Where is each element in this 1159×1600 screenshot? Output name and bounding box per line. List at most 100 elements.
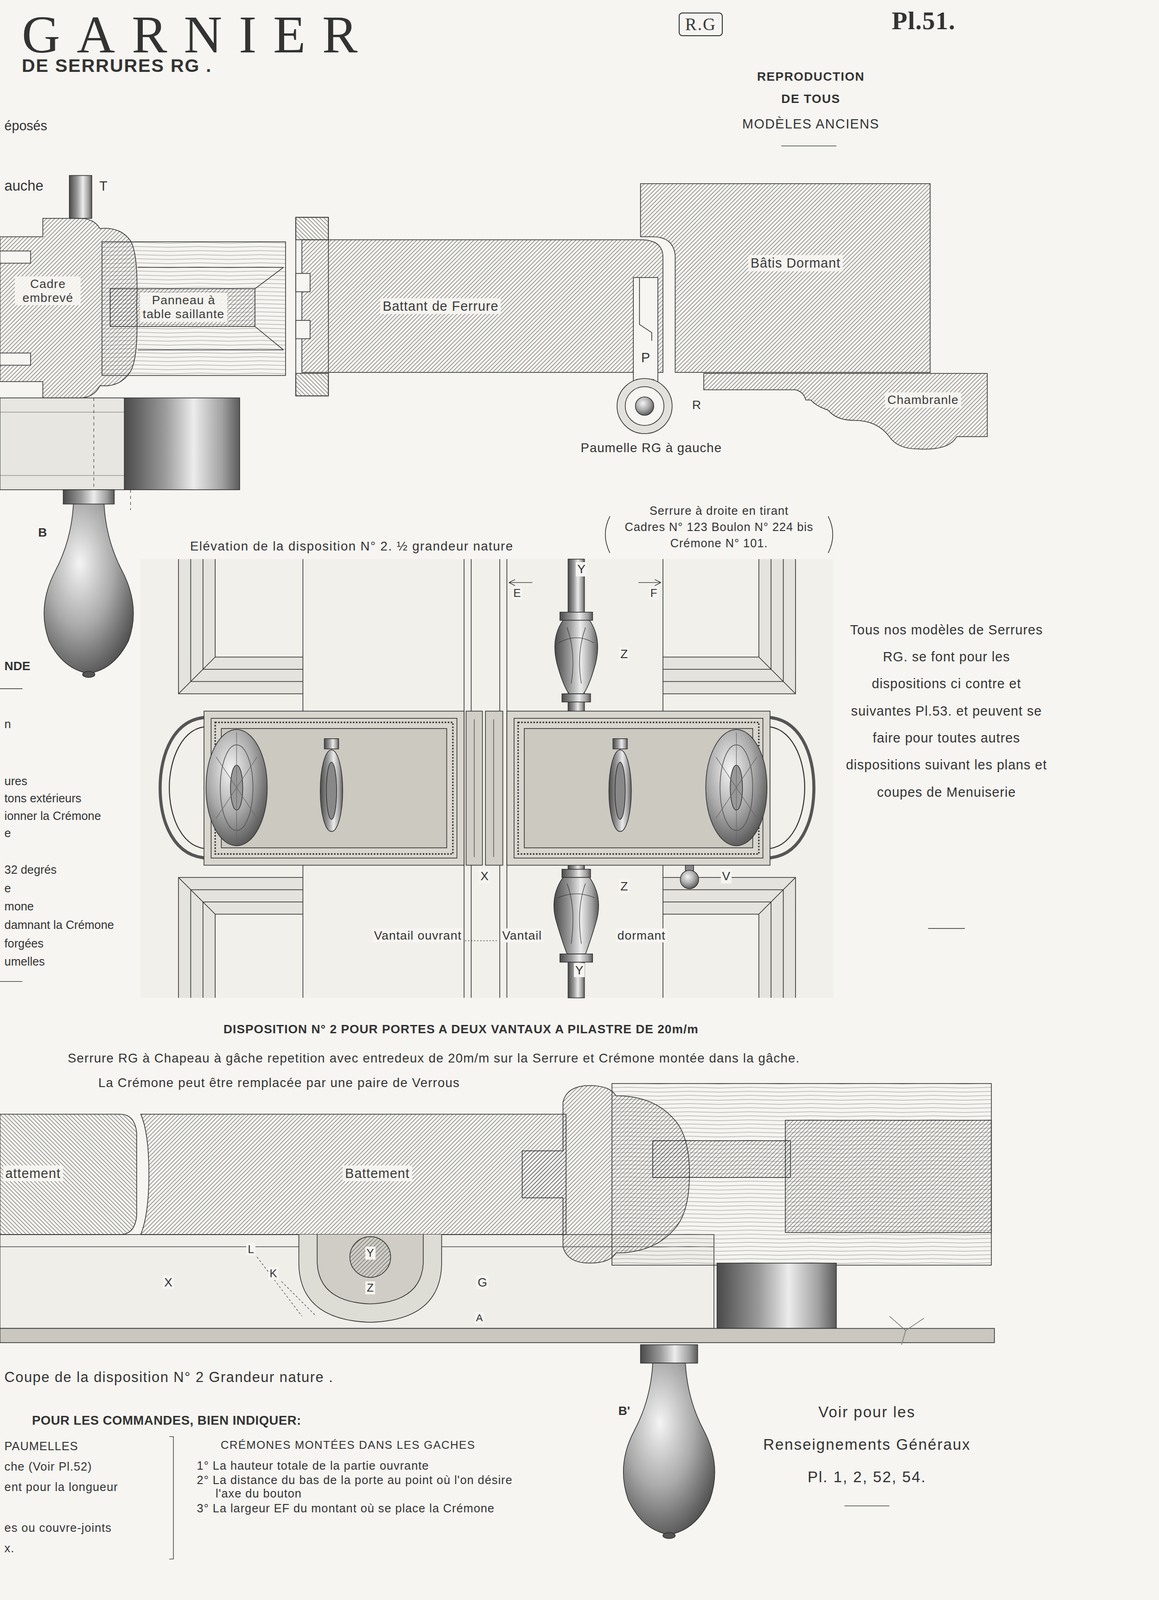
elevation-drawing (506, 710, 771, 865)
elevation-drawing (557, 883, 595, 944)
section-drawing (640, 1344, 698, 1363)
callout-letter: A (474, 1311, 485, 1324)
top-section-drawing (703, 373, 988, 449)
caption-text: éposés (3, 118, 49, 134)
callout-letter: e (3, 881, 13, 895)
elevation-drawing (561, 693, 591, 702)
elevation-drawing (662, 559, 796, 694)
elevation-drawing (320, 749, 343, 832)
top-section-drawing (295, 320, 311, 339)
elevation-drawing (140, 515, 834, 998)
caption-text: 2° La distance du bas de la porte au poi… (197, 1472, 523, 1500)
top-section-drawing (44, 503, 134, 674)
caption-text: MODÈLES ANCIENS (740, 116, 881, 132)
caption-text: Serrure à droite en tirant (648, 503, 790, 518)
caption-text: Vantail (500, 928, 544, 943)
elevation-drawing (615, 761, 626, 819)
caption-text: Paumelle RG à gauche (579, 440, 724, 456)
elevation-drawing (560, 953, 593, 962)
callout-letter: P (639, 350, 652, 366)
top-section-drawing (0, 412, 125, 476)
callout-letter: e (3, 826, 13, 840)
elevation-drawing (178, 559, 796, 998)
section-drawing (256, 1256, 317, 1316)
top-section-drawing (633, 277, 658, 382)
top-section-drawing (635, 396, 655, 416)
top-section-drawing (295, 273, 311, 293)
elevation-drawing (159, 717, 210, 859)
section-part: attement (3, 1165, 64, 1182)
elevation-drawing (715, 732, 757, 843)
top-section-drawing (301, 239, 663, 373)
caption-text: Pl.51. (890, 6, 957, 36)
elevation-drawing (140, 559, 834, 998)
section-drawing (652, 1140, 791, 1178)
elevation-drawing (705, 729, 767, 846)
callout-letter: K (268, 1266, 279, 1280)
elevation-drawing (216, 732, 257, 843)
caption-text: tons extérieurs (3, 791, 83, 805)
caption-text: umelles (3, 954, 47, 968)
part-label: Battement (342, 1165, 412, 1182)
section-part: Cadre embrevé (14, 276, 81, 306)
elevation-drawing (169, 725, 210, 849)
elevation-drawing (680, 870, 699, 889)
elevation-drawing (326, 761, 337, 819)
section-drawing (0, 1113, 137, 1235)
part-label: attement (3, 1165, 64, 1182)
elevation-drawing (178, 559, 303, 694)
section-part: Battement (342, 1165, 412, 1182)
elevation-drawing (605, 515, 834, 553)
top-section-drawing (639, 277, 652, 341)
caption-text: dormant (616, 928, 668, 943)
callout-letter: Z (365, 1280, 376, 1294)
top-section-drawing (0, 397, 125, 490)
top-section-drawing (124, 397, 240, 490)
elevation-drawing (608, 749, 631, 832)
callout-letter: B (36, 525, 49, 540)
caption-text: mone (3, 899, 36, 913)
caption-text: Serrure RG à Chapeau à gâche repetition … (66, 1050, 802, 1066)
caption-text: Coupe de la disposition N° 2 Grandeur na… (3, 1368, 336, 1385)
section-drawing (717, 1262, 837, 1329)
elevation-drawing (509, 579, 662, 586)
elevation-drawing (324, 738, 339, 749)
caption-text: 32 degrés (3, 862, 59, 877)
section-drawing (169, 1436, 174, 1559)
part-label: Panneau à table saillante (140, 292, 228, 322)
callout-letter: F (649, 586, 659, 600)
section-part: Battant de Ferrure (380, 298, 501, 315)
section-part: Panneau à table saillante (140, 292, 228, 322)
logo-box: R.G (678, 12, 723, 37)
callout-letter: V (720, 868, 733, 883)
section-part: Chambranle (885, 392, 962, 408)
caption-text: Voir pour les Renseignements Généraux Pl… (756, 1395, 978, 1494)
callout-letter: Y (573, 962, 586, 977)
callout-letter: T (97, 178, 109, 194)
caption-text: CRÉMONES MONTÉES DANS LES GACHES (219, 1438, 477, 1452)
callout-letter: X (162, 1274, 174, 1289)
caption-text: DE SERRURES RG . (20, 55, 214, 77)
elevation-drawing (205, 729, 268, 846)
caption-text: Crémone N° 101. (668, 536, 770, 550)
caption-text: Vantail ouvrant (372, 928, 464, 943)
elevation-drawing (764, 725, 805, 849)
caption-text: ures (3, 774, 29, 788)
caption-text: es ou couvre-joints (3, 1520, 114, 1535)
top-section-drawing (137, 267, 284, 350)
callout-letter: R (690, 397, 703, 412)
section-drawing (0, 1082, 995, 1559)
top-section-drawing (617, 378, 673, 434)
part-label: Cadre embrevé (14, 276, 81, 306)
top-section-drawing (63, 489, 115, 504)
caption-text: PAUMELLES (3, 1439, 80, 1453)
section-drawing (299, 1234, 442, 1322)
caption-text: 3° La largeur EF du montant où se place … (197, 1501, 518, 1515)
section-drawing (140, 1113, 567, 1235)
section-drawing (611, 1082, 992, 1265)
elevation-drawing (559, 627, 594, 684)
callout-letter: E (511, 586, 523, 600)
top-section-drawing (640, 183, 931, 373)
top-section-drawing (69, 175, 92, 218)
elevation-drawing (464, 940, 499, 942)
